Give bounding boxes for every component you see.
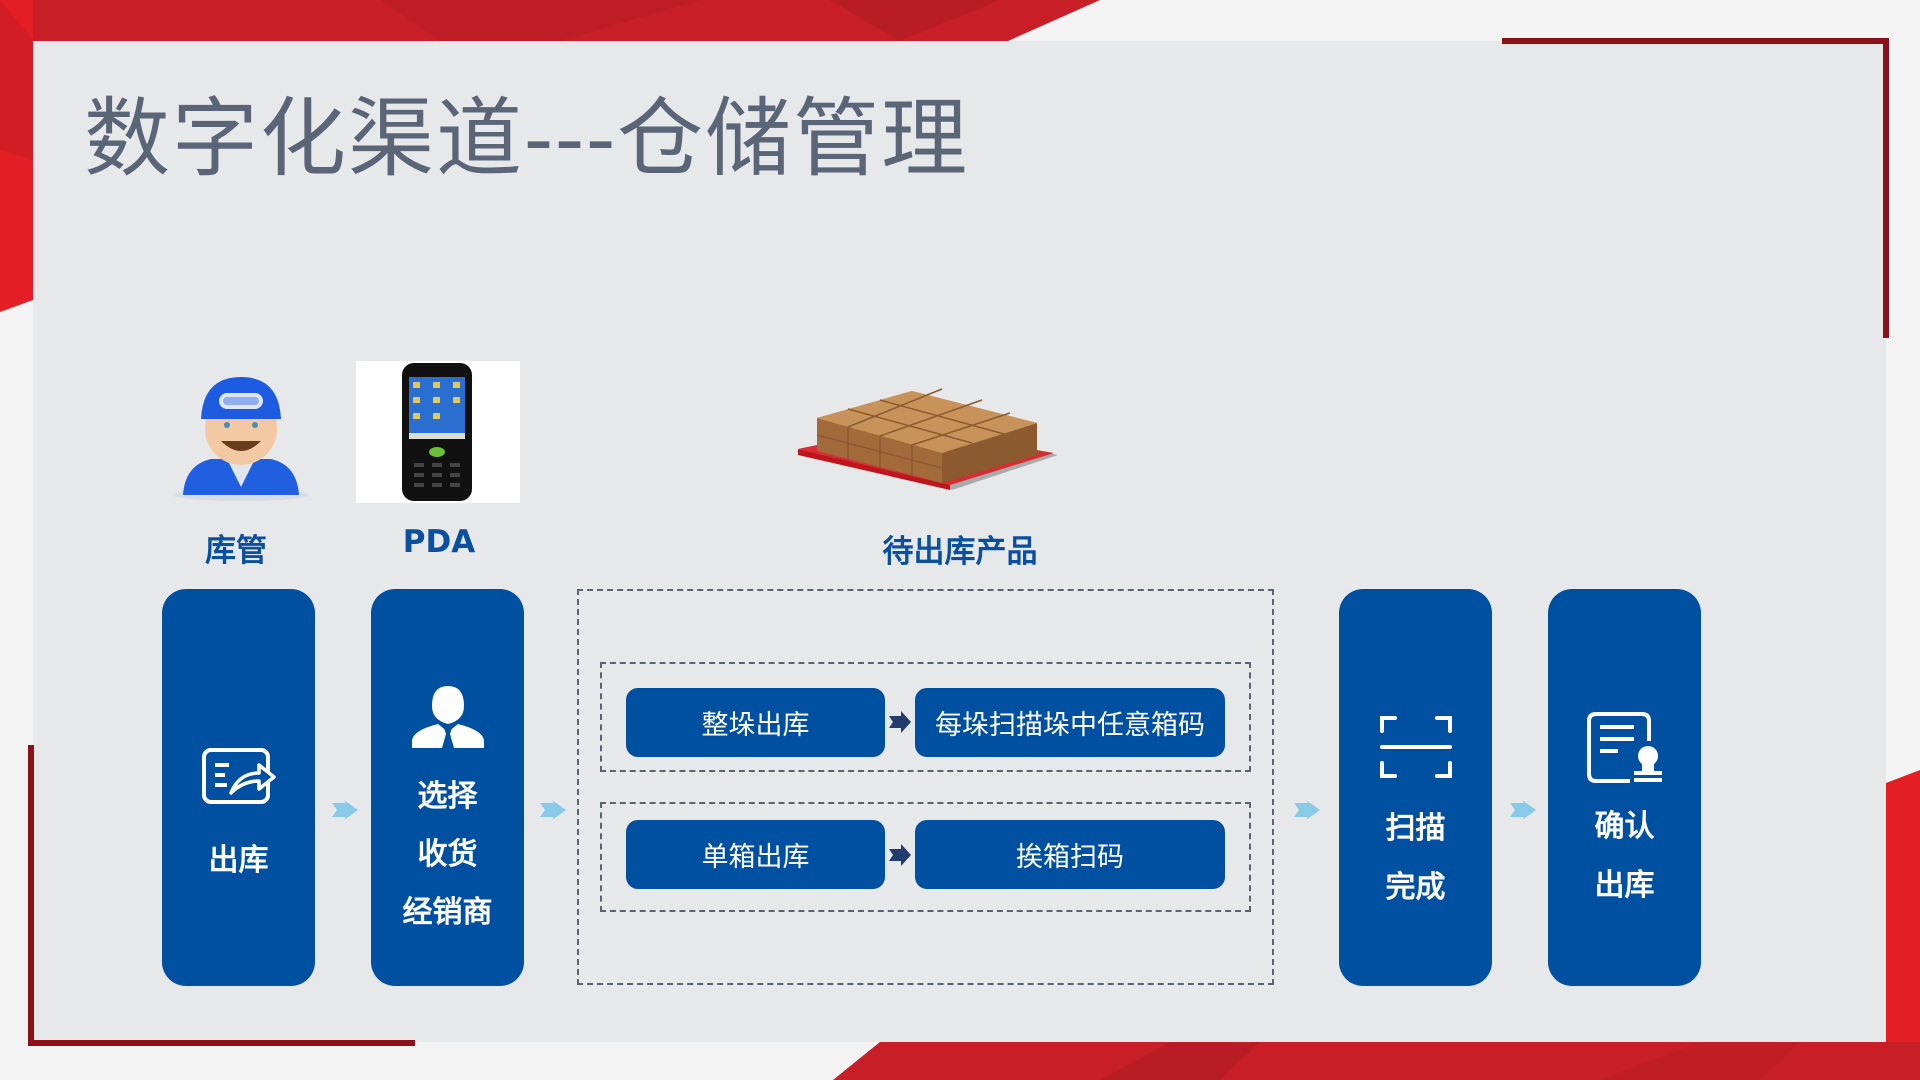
actor-label-warehouse-keeper: 库管: [205, 533, 267, 569]
option-scan-any-box-code[interactable]: 每垛扫描垛中任意箱码: [915, 688, 1225, 757]
option-full-stack-outbound[interactable]: 整垛出库: [626, 688, 885, 757]
outbound-options-group: [577, 589, 1274, 985]
flow-arrow-icon: [1294, 800, 1320, 820]
business-person-icon: [411, 686, 484, 748]
step-text: 确认: [1594, 809, 1655, 844]
step-text: 出库: [208, 843, 269, 878]
option-row-single-box: [600, 802, 1251, 912]
step-card-scan-complete[interactable]: 扫描 完成: [1339, 589, 1492, 986]
step-text: 扫描: [1385, 811, 1446, 846]
step-text: 经销商: [402, 895, 493, 930]
option-scan-each-box[interactable]: 挨箱扫码: [915, 820, 1225, 889]
step-arrow-icon: [889, 711, 911, 733]
export-document-icon: [201, 748, 276, 804]
warehouse-keeper-icon: [173, 377, 309, 501]
pda-device-icon: [402, 363, 472, 501]
scan-frame-icon: [1379, 716, 1452, 778]
actor-label-pda: PDA: [402, 524, 476, 560]
pda-device-image: [356, 361, 520, 503]
step-text: 出库: [1594, 868, 1655, 903]
flow-arrow-icon: [332, 800, 358, 820]
step-card-outbound[interactable]: 出库: [162, 589, 315, 986]
flow-arrow-icon: [540, 800, 566, 820]
flow-arrow-icon: [1510, 800, 1536, 820]
step-text: 完成: [1385, 870, 1446, 905]
pallet-boxes-icon: [796, 388, 1058, 490]
step-card-confirm-outbound[interactable]: 确认 出库: [1548, 589, 1701, 986]
option-single-box-outbound[interactable]: 单箱出库: [626, 820, 885, 889]
slide-title: 数字化渠道---仓储管理: [84, 89, 970, 189]
stamped-document-icon: [1586, 712, 1662, 783]
actor-label-pending-products: 待出库产品: [882, 534, 1038, 570]
option-row-full-stack: [600, 662, 1251, 772]
step-text: 选择: [417, 779, 478, 814]
step-arrow-icon: [889, 844, 911, 866]
step-card-select-dealer[interactable]: 选择 收货 经销商: [371, 589, 524, 986]
step-text: 收货: [417, 837, 478, 872]
